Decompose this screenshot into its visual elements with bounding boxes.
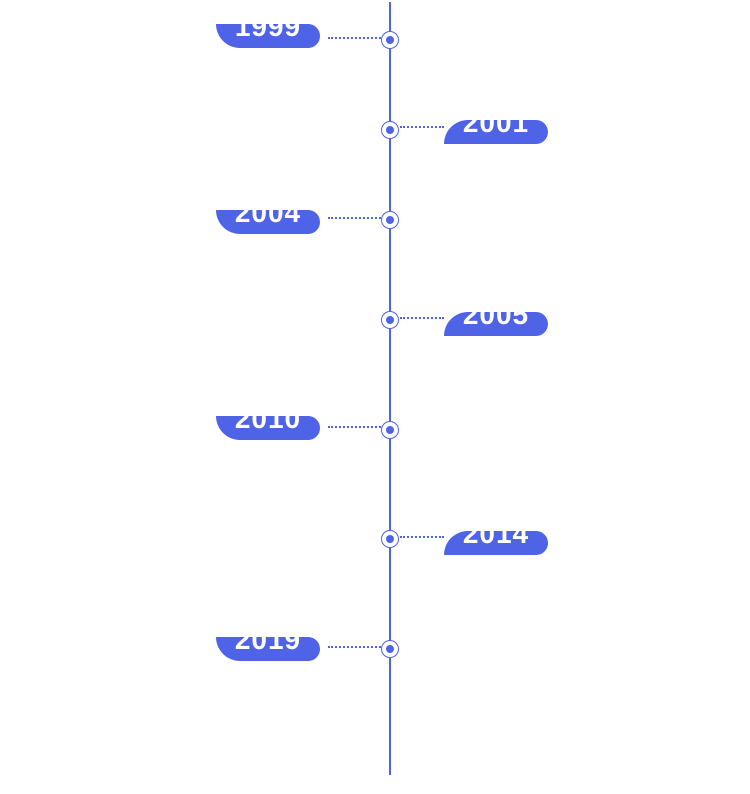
timeline-node-dot bbox=[386, 36, 394, 44]
timeline-connector bbox=[328, 646, 381, 648]
timeline-connector bbox=[400, 536, 444, 538]
year-label: 2014 bbox=[462, 531, 530, 549]
timeline-connector bbox=[328, 426, 381, 428]
year-tag: 2014 bbox=[444, 531, 548, 555]
year-tag: 2010 bbox=[216, 416, 320, 440]
timeline-connector bbox=[328, 37, 381, 39]
year-label: 2001 bbox=[462, 120, 530, 138]
timeline-node bbox=[381, 211, 399, 229]
timeline-connector bbox=[400, 126, 444, 128]
year-label: 2010 bbox=[234, 416, 302, 434]
year-label: 2005 bbox=[462, 312, 530, 330]
year-label: 1999 bbox=[234, 24, 302, 42]
timeline-node-dot bbox=[386, 316, 394, 324]
year-label: 2004 bbox=[234, 210, 302, 228]
timeline-connector bbox=[400, 317, 444, 319]
timeline-node bbox=[381, 121, 399, 139]
timeline-node-dot bbox=[386, 645, 394, 653]
timeline-node-dot bbox=[386, 216, 394, 224]
timeline-node-dot bbox=[386, 126, 394, 134]
year-tag: 1999 bbox=[216, 24, 320, 48]
timeline-axis bbox=[389, 2, 391, 775]
timeline-node bbox=[381, 421, 399, 439]
timeline-connector bbox=[328, 217, 381, 219]
year-tag: 2019 bbox=[216, 637, 320, 661]
timeline-node bbox=[381, 311, 399, 329]
timeline-node-dot bbox=[386, 426, 394, 434]
year-tag: 2005 bbox=[444, 312, 548, 336]
timeline-node bbox=[381, 530, 399, 548]
year-label: 2019 bbox=[234, 637, 302, 655]
timeline-node bbox=[381, 640, 399, 658]
timeline-node-dot bbox=[386, 535, 394, 543]
year-tag: 2004 bbox=[216, 210, 320, 234]
timeline-node bbox=[381, 31, 399, 49]
year-tag: 2001 bbox=[444, 120, 548, 144]
